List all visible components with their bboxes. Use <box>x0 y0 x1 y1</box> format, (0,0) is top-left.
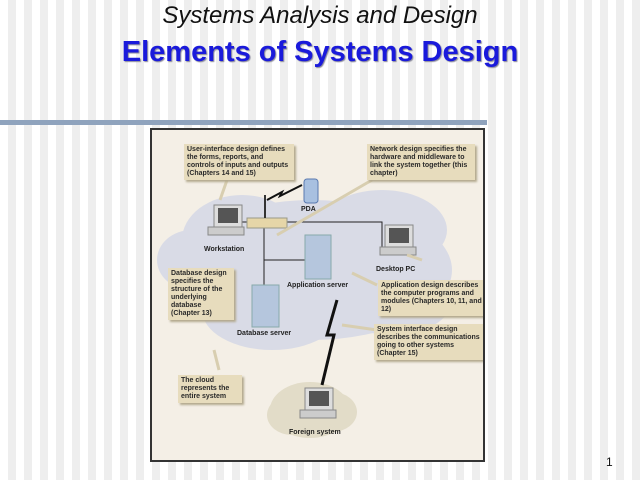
systems-design-figure: User-interface design defines the forms,… <box>150 128 485 462</box>
foreign-system-icon <box>299 387 337 419</box>
callout-network-design: Network design specifies the hardware an… <box>367 144 475 180</box>
desktop-pc-icon <box>379 224 417 256</box>
callout-cloud: The cloud represents the entire system <box>178 375 242 403</box>
label-pda: PDA <box>301 206 316 213</box>
callout-interface-design: System interface design describes the co… <box>374 324 483 360</box>
divider <box>0 120 487 125</box>
callout-ui-design: User-interface design defines the forms,… <box>184 144 294 180</box>
label-desktop-pc: Desktop PC <box>376 266 416 273</box>
workstation-icon <box>207 204 245 236</box>
callout-database-design: Database design specifies the structure … <box>168 268 234 320</box>
database-server-icon <box>251 284 280 328</box>
router-icon <box>246 195 288 229</box>
label-foreign-system: Foreign system <box>289 429 341 436</box>
label-workstation: Workstation <box>204 246 245 253</box>
label-application-server: Application server <box>287 282 349 289</box>
pda-icon <box>303 178 319 204</box>
callout-application-design: Application design describes the compute… <box>378 280 483 316</box>
slide-subtitle: Systems Analysis and Design <box>162 2 478 29</box>
slide-title: Elements of Systems Design <box>121 36 519 68</box>
page-number: 1 <box>606 455 613 469</box>
lightning-link-icon <box>320 299 339 386</box>
diagram-graphics <box>157 178 452 438</box>
label-database-server: Database server <box>237 330 292 337</box>
application-server-icon <box>304 234 332 280</box>
wireless-link-icon <box>266 184 303 201</box>
